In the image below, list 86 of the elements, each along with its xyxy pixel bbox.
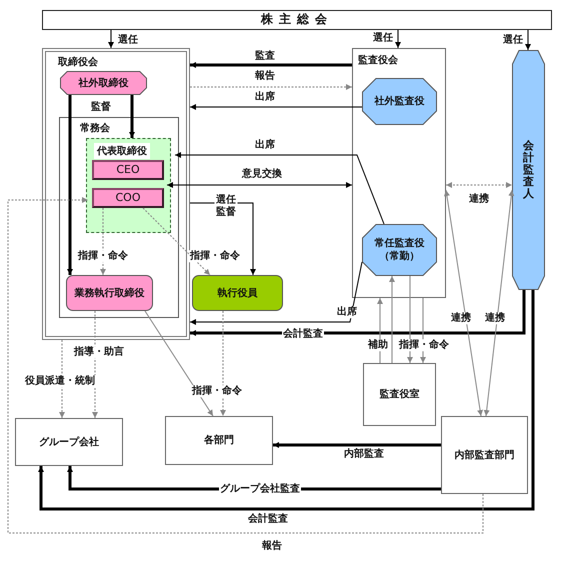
role-box: [66, 275, 153, 311]
connector-arrow: [190, 62, 352, 68]
edge-label: 監査: [254, 50, 276, 62]
edge-label: 役員派遣・統制: [24, 375, 96, 387]
frame-heading: 常務会: [80, 122, 110, 135]
connector-arrow: [190, 262, 362, 325]
edge-label: 選任: [117, 34, 139, 46]
connector-arrow: [166, 182, 352, 188]
auditor-octagon: [362, 78, 437, 125]
edge-label: 選任: [502, 34, 524, 46]
edge-label: 指揮・命令: [398, 339, 450, 351]
edge-label: 内部監査: [343, 448, 385, 460]
connector-arrow: [100, 208, 106, 276]
node-label: 会計監査人: [523, 140, 534, 200]
frame-heading: 取締役会: [58, 55, 98, 69]
connector-arrow: [67, 95, 73, 275]
connector-arrow: [484, 190, 514, 416]
node-label: 社外監査役: [374, 95, 424, 108]
edge-label: 報告: [261, 540, 283, 552]
connector-arrow: [38, 290, 534, 510]
role-box: [92, 160, 164, 180]
edge-label: グループ会社監査: [219, 483, 301, 495]
edge-label: 出席: [336, 306, 358, 318]
edge-label: 選任監督: [214, 194, 238, 218]
edge-label: 指導・助言: [73, 346, 125, 358]
role-box: [92, 188, 164, 208]
edge-label: 会計監査: [282, 328, 324, 340]
edge-label: 選任: [372, 32, 394, 44]
connector-arrow: [377, 298, 383, 364]
department-box: [441, 416, 528, 494]
director-octagon: [60, 71, 147, 95]
edge-label: 指揮・命令: [77, 250, 129, 262]
connector-arrow: [525, 30, 531, 50]
connector-arrow: [190, 84, 352, 90]
edge-label: 出席: [254, 91, 276, 103]
department-box: [15, 418, 123, 466]
edge-label: 連携: [468, 193, 490, 205]
board-frame: [42, 48, 190, 340]
connector-arrow: [142, 208, 210, 276]
auditor-octagon: [362, 224, 437, 276]
board-frame: [352, 48, 446, 298]
edge-label: 指揮・命令: [189, 250, 241, 262]
connector-arrow: [273, 442, 441, 448]
edge-label: 連携: [450, 312, 472, 324]
connector-arrow: [444, 190, 484, 416]
connector-arrow: [190, 104, 362, 110]
connector-arrow: [8, 197, 484, 534]
connector-arrow: [190, 290, 526, 336]
edge-label: 指揮・命令: [191, 385, 243, 397]
node-label: 各部門: [204, 434, 234, 447]
edge-label: 出席: [254, 139, 276, 151]
node-label: 執行役員: [218, 286, 258, 300]
connector-arrow: [395, 30, 401, 48]
node-label: 内部監査部門: [454, 448, 514, 462]
edge-label: 監督: [90, 101, 112, 113]
connector-arrow: [92, 310, 98, 418]
connector-arrow: [59, 340, 65, 418]
node-label: COO: [116, 190, 140, 206]
edge-label: 連携: [484, 312, 506, 324]
node-label: CEO: [116, 162, 140, 178]
edge-label: 会計監査: [247, 513, 289, 525]
role-box: [192, 275, 283, 311]
connector-arrow: [108, 30, 114, 48]
connector-arrow: [129, 95, 135, 138]
node-label: 業務執行取締役: [74, 286, 144, 300]
node-label: グループ会社: [39, 436, 99, 448]
connector-arrow: [144, 310, 214, 416]
department-box: [363, 363, 436, 426]
node-label: 株主総会: [261, 12, 333, 28]
connector-arrow: [220, 310, 226, 416]
node-label: 監査役室: [380, 388, 420, 401]
edge-label: 意見交換: [241, 168, 283, 180]
node-label: 社外取締役: [78, 76, 128, 90]
committee-frame: [59, 117, 179, 318]
meeting-box: [42, 10, 552, 30]
node-label: 常任監査役（常勤）: [374, 237, 424, 263]
group-heading: 代表取締役: [94, 143, 150, 159]
connector-arrow: [389, 276, 395, 364]
edge-label: 報告: [254, 70, 276, 82]
department-box: [165, 416, 273, 465]
edge-label: 補助: [367, 339, 389, 351]
frame-heading: 監査役会: [358, 54, 398, 67]
representative-group: [86, 138, 171, 233]
connector-arrow: [174, 152, 384, 224]
auditor-column: [512, 50, 545, 290]
connector-arrow: [446, 182, 512, 188]
